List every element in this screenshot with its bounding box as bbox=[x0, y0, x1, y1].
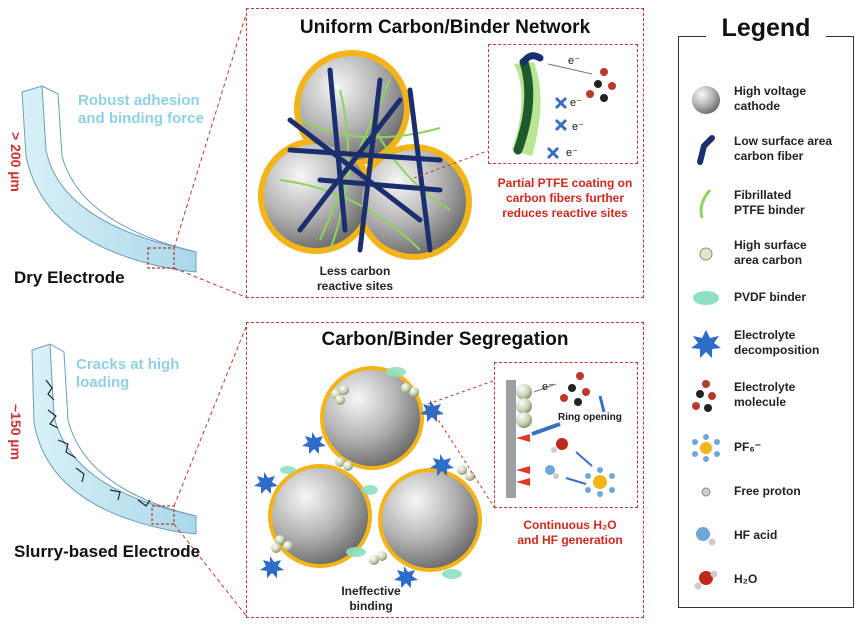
surface-carbon bbox=[271, 383, 475, 565]
bottom-inset-caption: Continuous H₂O and HF generation bbox=[517, 518, 623, 547]
legend-label: High surface area carbon bbox=[734, 238, 807, 267]
electron-label: e⁻ bbox=[566, 147, 578, 159]
slurry-note: Cracks at high loading bbox=[76, 356, 180, 391]
bottom-caption: Ineffective binding bbox=[341, 584, 401, 613]
legend-label: PF₆⁻ bbox=[734, 440, 762, 454]
legend-label: Free proton bbox=[734, 484, 801, 498]
pf6-icon bbox=[686, 428, 726, 468]
legend-label: H₂O bbox=[734, 572, 758, 586]
zoom-line bbox=[173, 321, 249, 507]
electron-label: e⁻ bbox=[542, 381, 554, 393]
electron-label: e⁻ bbox=[568, 55, 580, 67]
molecule-icon bbox=[586, 68, 616, 102]
molecule-icon bbox=[560, 372, 590, 406]
dry-electrode-shape bbox=[21, 85, 197, 273]
water-icon bbox=[556, 438, 568, 450]
crack-lines bbox=[45, 379, 151, 507]
zoom-line bbox=[173, 523, 249, 619]
dry-note: Robust adhesion and binding force bbox=[78, 92, 204, 127]
cathode-cluster-bottom bbox=[268, 366, 482, 572]
small-sphere-icon bbox=[686, 234, 726, 274]
top-inset-caption: Partial PTFE coating on carbon fibers fu… bbox=[497, 176, 633, 220]
carbon-fibers bbox=[287, 67, 443, 253]
blocked-sites bbox=[546, 96, 568, 160]
red-arrows bbox=[516, 434, 530, 486]
electron-label: e⁻ bbox=[570, 97, 582, 109]
hf-icon bbox=[686, 516, 726, 556]
legend-label: Low surface area carbon fiber bbox=[734, 134, 833, 163]
legend-label: Electrolyte molecule bbox=[734, 380, 796, 409]
pf6-icon bbox=[585, 467, 615, 497]
zoom-line bbox=[173, 267, 249, 299]
slurry-electrode-label: Slurry-based Electrode bbox=[14, 542, 201, 561]
pvdf-blob-icon bbox=[686, 278, 726, 318]
sphere-icon bbox=[686, 80, 726, 120]
bottom-inset bbox=[494, 362, 638, 508]
legend-label: Electrolyte decomposition bbox=[734, 328, 820, 357]
ring-opening-label: Ring opening bbox=[558, 412, 622, 423]
carbon-fiber-icon bbox=[686, 130, 726, 170]
legend-label: PVDF binder bbox=[734, 290, 807, 304]
molecule-icon bbox=[686, 376, 726, 416]
decomposition-star-icon bbox=[686, 324, 726, 364]
legend-label: High voltage cathode bbox=[734, 84, 807, 113]
water-icon bbox=[686, 560, 726, 600]
electron-label: e⁻ bbox=[572, 121, 584, 133]
hf-icon bbox=[545, 465, 555, 475]
legend-label: Fibrillated PTFE binder bbox=[734, 188, 805, 217]
slurry-electrode-shape bbox=[31, 343, 197, 535]
pvdf-blobs bbox=[280, 367, 462, 579]
decomposition-stars bbox=[254, 400, 454, 588]
top-inset bbox=[488, 44, 638, 164]
legend-title: Legend bbox=[706, 14, 826, 43]
legend-label: HF acid bbox=[734, 528, 778, 542]
uniform-network-title: Uniform Carbon/Binder Network bbox=[299, 17, 591, 38]
dry-electrode-label: Dry Electrode bbox=[14, 268, 125, 287]
segregation-title: Carbon/Binder Segregation bbox=[321, 329, 569, 350]
top-caption: Less carbon reactive sites bbox=[316, 264, 394, 293]
ptfe-fiber-icon bbox=[686, 184, 726, 224]
proton-icon bbox=[686, 472, 726, 512]
